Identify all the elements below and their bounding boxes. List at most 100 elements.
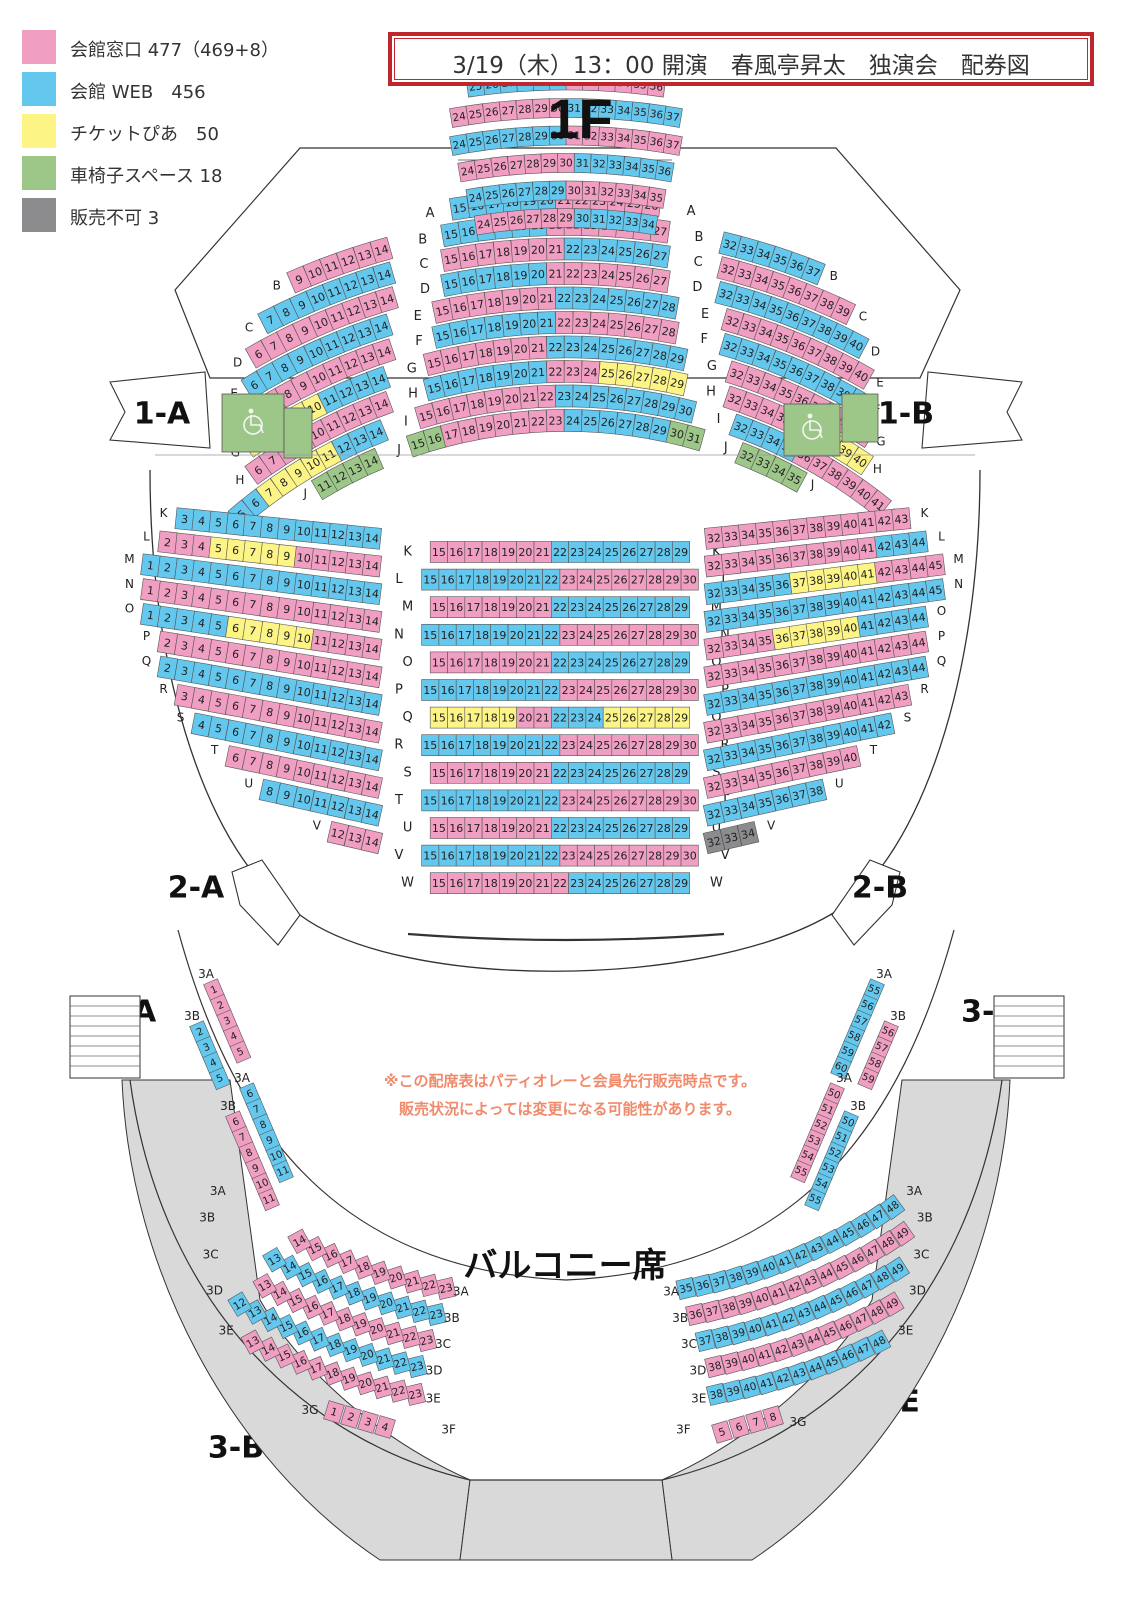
seat-number: 25 <box>605 767 619 780</box>
seat: 15 <box>421 789 440 812</box>
seat-number: 36 <box>774 658 790 673</box>
seat-number: 27 <box>635 370 651 385</box>
seat-number: 22 <box>544 850 558 863</box>
seat-number: 3 <box>180 538 188 552</box>
seat-number: 40 <box>847 336 865 354</box>
seat: 33 <box>735 338 760 366</box>
seat: 12 <box>327 577 349 601</box>
notice-line-1: ※この配席表はパティオレーと会員先行販売時点です。 <box>383 1072 757 1090</box>
seat-number: 15 <box>432 877 446 890</box>
seat-number: 45 <box>928 583 944 598</box>
seat: 18 <box>481 651 500 674</box>
seat: 19 <box>490 734 509 757</box>
seat: 12 <box>335 247 361 275</box>
seat: 28 <box>654 872 673 895</box>
seat: 40 <box>847 361 875 390</box>
seat: 33 <box>720 661 742 686</box>
seat: 10 <box>308 309 334 338</box>
seat-number: 29 <box>674 656 688 669</box>
seat: 26 <box>611 679 630 701</box>
seat: 19 <box>490 623 509 646</box>
block-label: 2-A <box>168 871 225 906</box>
legend-swatch <box>22 198 56 232</box>
seat: 10 <box>305 284 331 312</box>
row-label: 3B <box>672 1311 688 1325</box>
seat: 43 <box>890 633 912 658</box>
seat: 27 <box>640 291 663 317</box>
seat-number: 10 <box>307 265 325 282</box>
seat-number: 24 <box>592 293 607 307</box>
seat-number: 36 <box>787 362 805 380</box>
seat: 13 <box>344 606 366 631</box>
seat-number: 34 <box>625 160 640 173</box>
seat: 14 <box>372 261 397 289</box>
seat: 21 <box>533 596 552 619</box>
seat-number: 20 <box>518 822 532 835</box>
row-label: B <box>830 269 838 283</box>
event-title: 3/19（木）13：00 開演 春風亭昇太 独演会 配券図 <box>452 53 1030 79</box>
seat: 8 <box>271 353 298 382</box>
row-label: 3A <box>210 1184 227 1198</box>
seat-number: 21 <box>531 341 546 355</box>
seat-number: 31 <box>584 185 598 198</box>
seat-number: 42 <box>876 718 892 733</box>
seat: 34 <box>753 318 779 346</box>
seat: 33 <box>720 524 741 548</box>
seat: 29 <box>557 208 575 228</box>
seat-number: 23 <box>570 546 584 559</box>
seat: 27 <box>649 243 671 269</box>
seat: 35 <box>766 270 791 299</box>
seat-number: 44 <box>911 636 927 651</box>
seat-number: 42 <box>877 641 893 656</box>
seat-number: 11 <box>313 741 329 756</box>
seat: 14 <box>361 663 383 689</box>
seat-number: 30 <box>683 684 697 697</box>
seat: 43 <box>890 608 912 633</box>
seat: 28 <box>649 342 671 368</box>
seat: 5 <box>208 587 229 612</box>
seat-number: 10 <box>296 711 312 726</box>
seat: 21 <box>533 817 552 839</box>
seat: 19 <box>490 789 509 812</box>
seat-number: 9 <box>299 323 311 338</box>
seat-number: 33 <box>734 291 751 307</box>
seat-number: 22 <box>553 601 567 614</box>
seat-number: 22 <box>531 415 546 429</box>
seat-number: 26 <box>614 574 628 587</box>
row-label: G <box>407 361 417 376</box>
seat: 34 <box>737 631 759 656</box>
seat: 10 <box>293 519 314 543</box>
seat-number: 14 <box>373 319 390 336</box>
seat-number: 35 <box>649 191 664 205</box>
seat: 12 <box>327 604 349 629</box>
seat-number: 14 <box>373 397 391 414</box>
seat: 27 <box>628 844 647 867</box>
row-label: 3G <box>302 1403 319 1417</box>
seat: 7 <box>242 514 263 538</box>
seat: 23 <box>568 817 587 839</box>
seat-number: 37 <box>665 138 680 152</box>
seat-number: 13 <box>347 694 363 709</box>
seat: 6 <box>225 615 247 640</box>
seat-number: 10 <box>296 738 312 753</box>
seat-number: 25 <box>605 712 619 725</box>
seat-number: 40 <box>842 647 858 662</box>
seat-number: 34 <box>761 378 779 395</box>
seat: 19 <box>499 651 518 674</box>
seat-number: 18 <box>484 601 498 614</box>
seat-number: 43 <box>894 613 910 628</box>
seat-number: 15 <box>432 822 446 835</box>
seat: 43 <box>890 683 913 709</box>
row-label: C <box>419 257 428 272</box>
wheelchair-icon-head <box>248 408 254 414</box>
seat-number: 10 <box>296 658 312 673</box>
seat-number: 12 <box>330 609 346 624</box>
seat-number: 14 <box>376 267 393 283</box>
seat: 27 <box>637 541 656 563</box>
seat-number: 24 <box>592 317 607 331</box>
seat: 19 <box>490 568 509 591</box>
seat-number: 27 <box>640 656 654 669</box>
seat: 25 <box>602 706 621 729</box>
seat-number: 25 <box>609 294 624 308</box>
